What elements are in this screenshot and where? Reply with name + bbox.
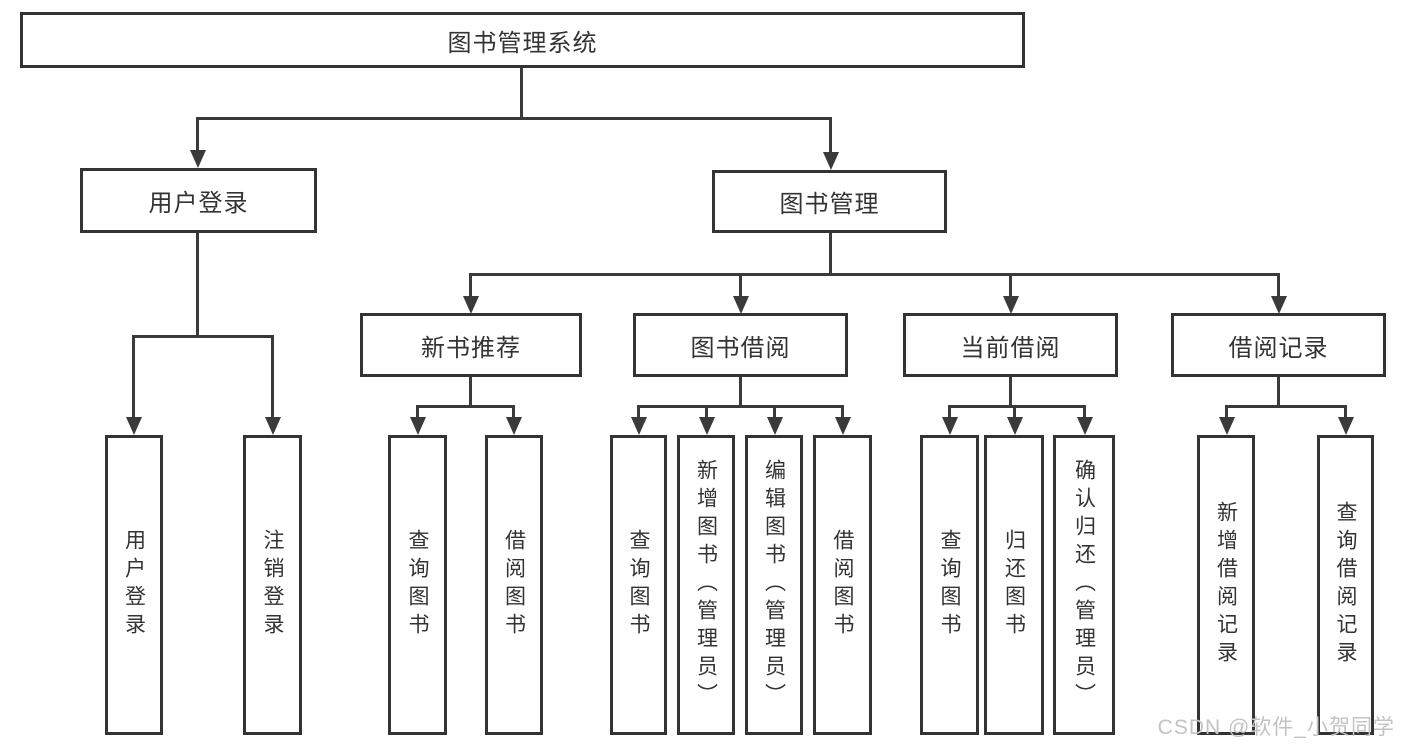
connector-line <box>196 233 199 335</box>
leaf-edit-books-admin: 编辑图书（管理员） <box>745 435 803 735</box>
arrow-down-icon <box>463 296 479 314</box>
arrow-down-icon <box>410 417 426 435</box>
node-borrow-records: 借阅记录 <box>1171 313 1386 377</box>
connector-line <box>1277 273 1280 297</box>
connector-line <box>512 405 515 418</box>
leaf-label: 归还图书 <box>1002 529 1026 641</box>
arrow-down-icon <box>835 417 851 435</box>
connector-line <box>1225 405 1228 418</box>
arrow-down-icon <box>1338 417 1354 435</box>
connector-line <box>416 405 419 418</box>
connector-line <box>739 377 742 405</box>
node-label: 当前借阅 <box>960 334 1061 362</box>
node-new-book-recommend: 新书推荐 <box>360 313 582 377</box>
node-book-borrow: 图书借阅 <box>633 313 848 377</box>
arrow-down-icon <box>699 417 715 435</box>
leaf-label: 注销登录 <box>261 529 284 641</box>
leaf-confirm-return-admin: 确认归还（管理员） <box>1053 435 1115 735</box>
node-label: 新书推荐 <box>421 334 521 362</box>
arrow-down-icon <box>265 417 281 435</box>
connector-line <box>469 377 472 405</box>
connector-line <box>197 117 832 120</box>
leaf-return-books: 归还图书 <box>984 435 1044 735</box>
node-book-management: 图书管理 <box>712 170 947 233</box>
connector-line <box>470 273 1280 276</box>
connector-line <box>1009 273 1012 297</box>
arrow-down-icon <box>733 296 749 314</box>
leaf-label: 新增借阅记录 <box>1214 501 1238 669</box>
arrow-down-icon <box>506 417 522 435</box>
node-label: 图书借阅 <box>690 334 791 362</box>
leaf-label: 查询图书 <box>627 529 650 641</box>
connector-line <box>520 68 523 117</box>
connector-line <box>773 405 776 418</box>
node-label: 图书管理系统 <box>447 29 598 57</box>
leaf-label: 查询图书 <box>938 529 961 641</box>
node-label: 图书管理 <box>779 191 880 218</box>
arrow-down-icon <box>1077 417 1093 435</box>
leaf-add-books-admin: 新增图书（管理员） <box>677 435 735 735</box>
arrow-down-icon <box>1271 296 1287 314</box>
arrow-down-icon <box>823 152 839 170</box>
node-label: 用户登录 <box>148 190 249 217</box>
connector-line <box>637 405 843 408</box>
leaf-logout: 注销登录 <box>243 435 302 735</box>
leaf-query-books-recommend: 查询图书 <box>388 435 447 735</box>
leaf-label: 新增图书（管理员） <box>694 459 718 711</box>
leaf-borrow-books-recommend: 借阅图书 <box>485 435 543 735</box>
leaf-label: 确认归还（管理员） <box>1072 459 1096 711</box>
arrow-down-icon <box>1003 296 1019 314</box>
connector-line <box>705 405 708 418</box>
connector-line <box>469 273 472 297</box>
arrow-down-icon <box>767 417 783 435</box>
arrow-down-icon <box>126 417 142 435</box>
connector-line <box>739 273 742 297</box>
leaf-add-borrow-record: 新增借阅记录 <box>1197 435 1255 735</box>
node-label: 借阅记录 <box>1228 334 1329 362</box>
leaf-label: 编辑图书（管理员） <box>762 459 786 711</box>
connector-line <box>132 335 135 418</box>
node-root-system: 图书管理系统 <box>20 12 1025 68</box>
connector-line <box>948 405 1085 408</box>
connector-line <box>829 233 832 273</box>
connector-line <box>637 405 640 418</box>
connector-line <box>196 117 199 151</box>
arrow-down-icon <box>1219 417 1235 435</box>
leaf-borrow-books: 借阅图书 <box>813 435 872 735</box>
connector-line <box>133 335 274 338</box>
leaf-query-books-current: 查询图书 <box>920 435 979 735</box>
leaf-query-books-borrow: 查询图书 <box>610 435 667 735</box>
leaf-label: 用户登录 <box>122 529 146 641</box>
connector-line <box>841 405 844 418</box>
connector-line <box>271 335 274 418</box>
node-user-login: 用户登录 <box>80 168 317 233</box>
connector-line <box>948 405 951 418</box>
connector-line <box>829 117 832 153</box>
connector-line <box>1083 405 1086 418</box>
connector-line <box>416 405 515 408</box>
arrow-down-icon <box>190 150 206 168</box>
leaf-label: 借阅图书 <box>831 529 854 641</box>
node-current-borrow: 当前借阅 <box>903 313 1118 377</box>
watermark: CSDN @软件_小贺同学 <box>1157 716 1395 739</box>
leaf-label: 查询借阅记录 <box>1334 501 1357 669</box>
arrow-down-icon <box>1007 417 1023 435</box>
arrow-down-icon <box>631 417 647 435</box>
connector-line <box>1225 405 1346 408</box>
leaf-label: 查询图书 <box>406 529 429 641</box>
connector-line <box>1277 377 1280 405</box>
connector-line <box>1009 377 1012 405</box>
leaf-user-login: 用户登录 <box>105 435 163 735</box>
leaf-query-borrow-record: 查询借阅记录 <box>1317 435 1374 735</box>
arrow-down-icon <box>942 417 958 435</box>
leaf-label: 借阅图书 <box>502 529 526 641</box>
connector-line <box>1013 405 1016 418</box>
connector-line <box>1344 405 1347 418</box>
